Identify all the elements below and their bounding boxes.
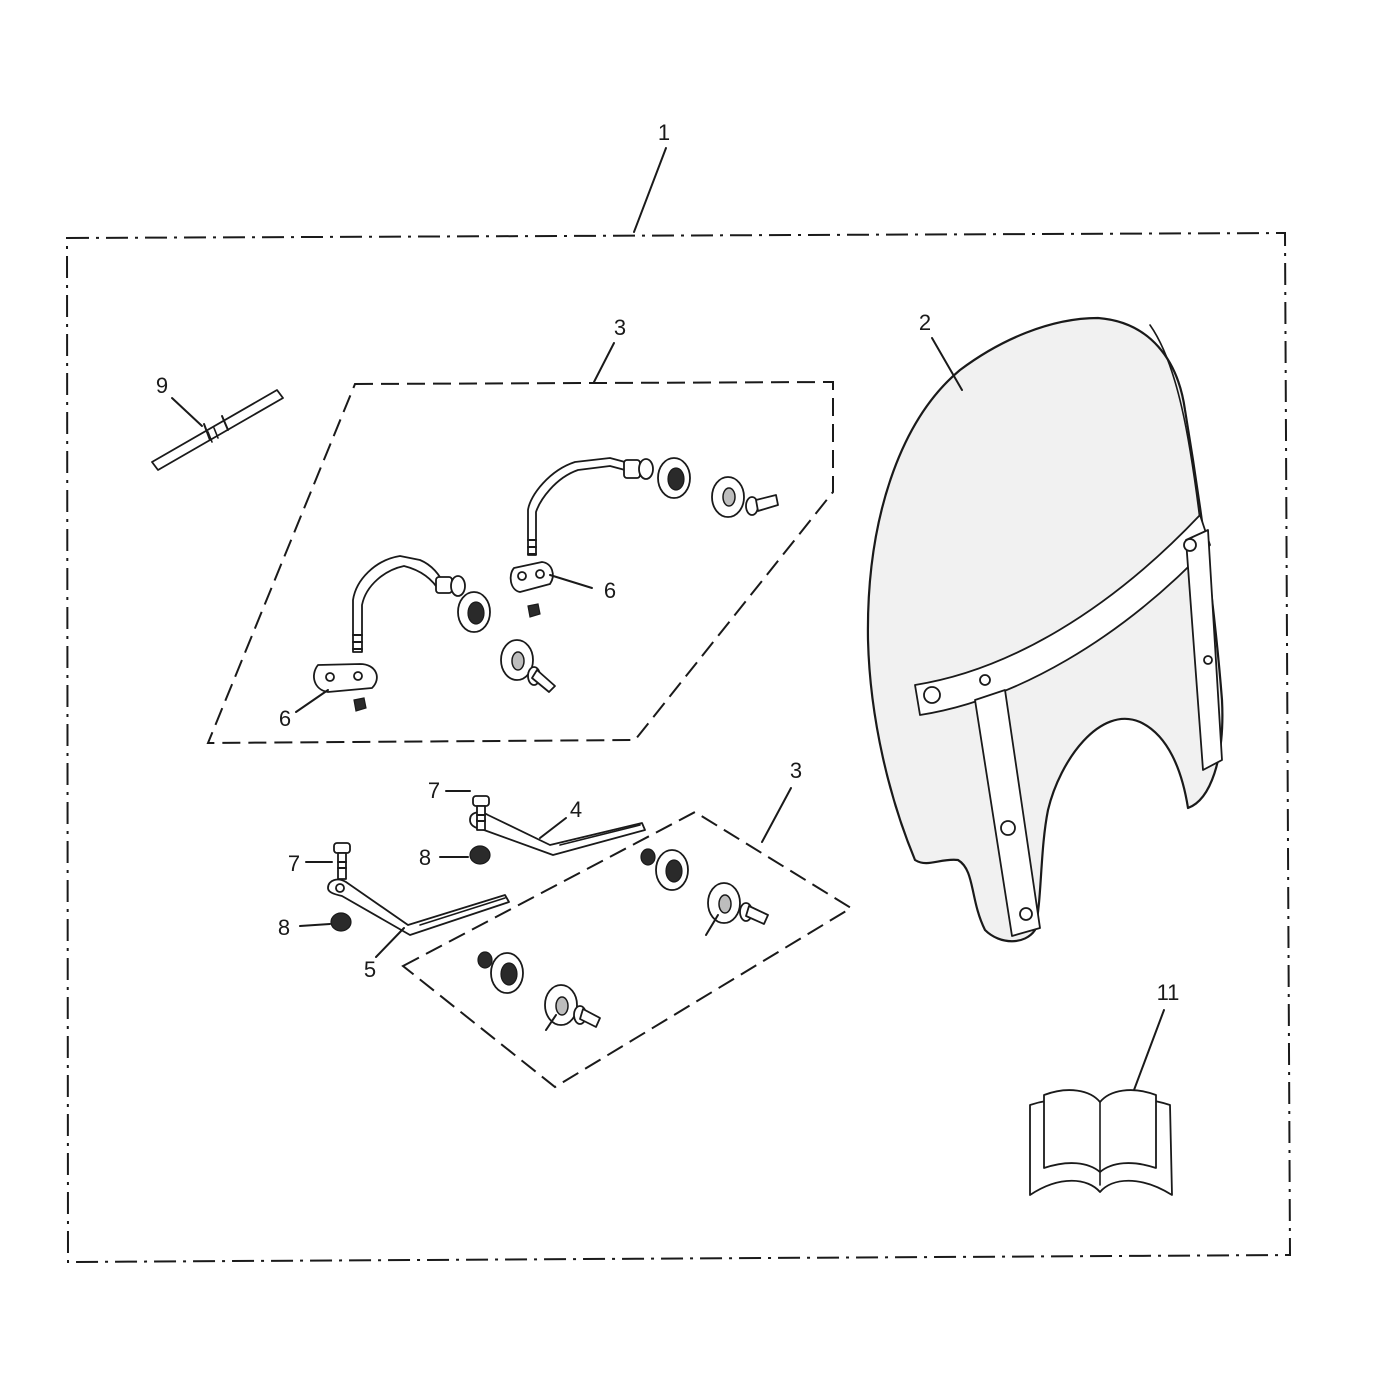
windscreen — [866, 316, 1224, 943]
bracket-lh — [469, 811, 646, 856]
leader-bracket-lh — [539, 817, 567, 839]
grommet-lower-1 — [655, 849, 689, 891]
callout-fitting-kit-lower: 3 — [790, 758, 802, 783]
clamp-plate-left — [313, 663, 378, 712]
grommet-upper-1 — [657, 457, 691, 499]
bracket-rh — [327, 878, 510, 936]
washer-lower-2 — [544, 984, 578, 1026]
callout-screen: 2 — [919, 310, 931, 335]
leader-washer-lower-2 — [545, 1014, 557, 1031]
clamp-plate-right — [509, 561, 554, 618]
nut-kit-2 — [477, 951, 493, 969]
nut-upper — [469, 845, 491, 865]
nut-kit-1 — [640, 848, 656, 866]
mounting-rod-left — [352, 555, 466, 653]
washer-upper-2 — [500, 639, 534, 681]
callout-fitting-kit-upper: 3 — [614, 315, 626, 340]
bolt-lower — [333, 842, 351, 880]
bolt-lower-1 — [739, 902, 769, 925]
bolt-upper-1 — [745, 494, 779, 516]
callout-bolt-upper: 7 — [428, 778, 440, 803]
washer-upper-1 — [711, 476, 745, 518]
mounting-rod-right — [527, 457, 654, 556]
callout-cable-tie: 9 — [156, 373, 168, 398]
leader-washer-lower — [705, 914, 719, 936]
kit-boundary — [65, 231, 1292, 1264]
leader-fitting-kit-upper — [593, 342, 615, 383]
callout-kit: 1 — [658, 120, 670, 145]
leader-kit — [633, 147, 667, 233]
nut-lower — [330, 912, 352, 932]
upper-fitting-kit-boundary — [206, 380, 834, 745]
callout-bracket-rh: 5 — [364, 957, 376, 982]
grommet-lower-2 — [490, 952, 524, 994]
washer-lower-1 — [707, 882, 741, 924]
callout-bolt-lower: 7 — [288, 851, 300, 876]
bolt-upper-2 — [527, 666, 556, 693]
leader-instructions — [1133, 1009, 1165, 1091]
callout-instructions: 11 — [1157, 980, 1180, 1005]
callout-nut-lower: 8 — [278, 915, 290, 940]
callout-clamp-plate-left: 6 — [279, 706, 291, 731]
leader-screen — [931, 337, 963, 391]
instructions-book — [1029, 1089, 1173, 1196]
leader-clamp-plate-right — [549, 574, 593, 589]
leader-cable-tie — [171, 397, 203, 427]
leader-bracket-rh — [375, 927, 405, 958]
grommet-upper-2 — [457, 591, 491, 633]
lower-fitting-kit-boundary — [401, 810, 853, 1089]
leader-clamp-plate-left — [295, 689, 329, 713]
bolt-lower-2 — [573, 1005, 601, 1028]
callout-clamp-plate-right: 6 — [604, 578, 616, 603]
callout-bracket-lh: 4 — [570, 797, 582, 822]
bolt-upper — [472, 795, 490, 831]
cable-tie — [151, 389, 284, 471]
leader-fitting-kit-lower — [761, 787, 792, 843]
callout-nut-upper: 8 — [419, 845, 431, 870]
leader-nut-lower — [299, 923, 331, 927]
